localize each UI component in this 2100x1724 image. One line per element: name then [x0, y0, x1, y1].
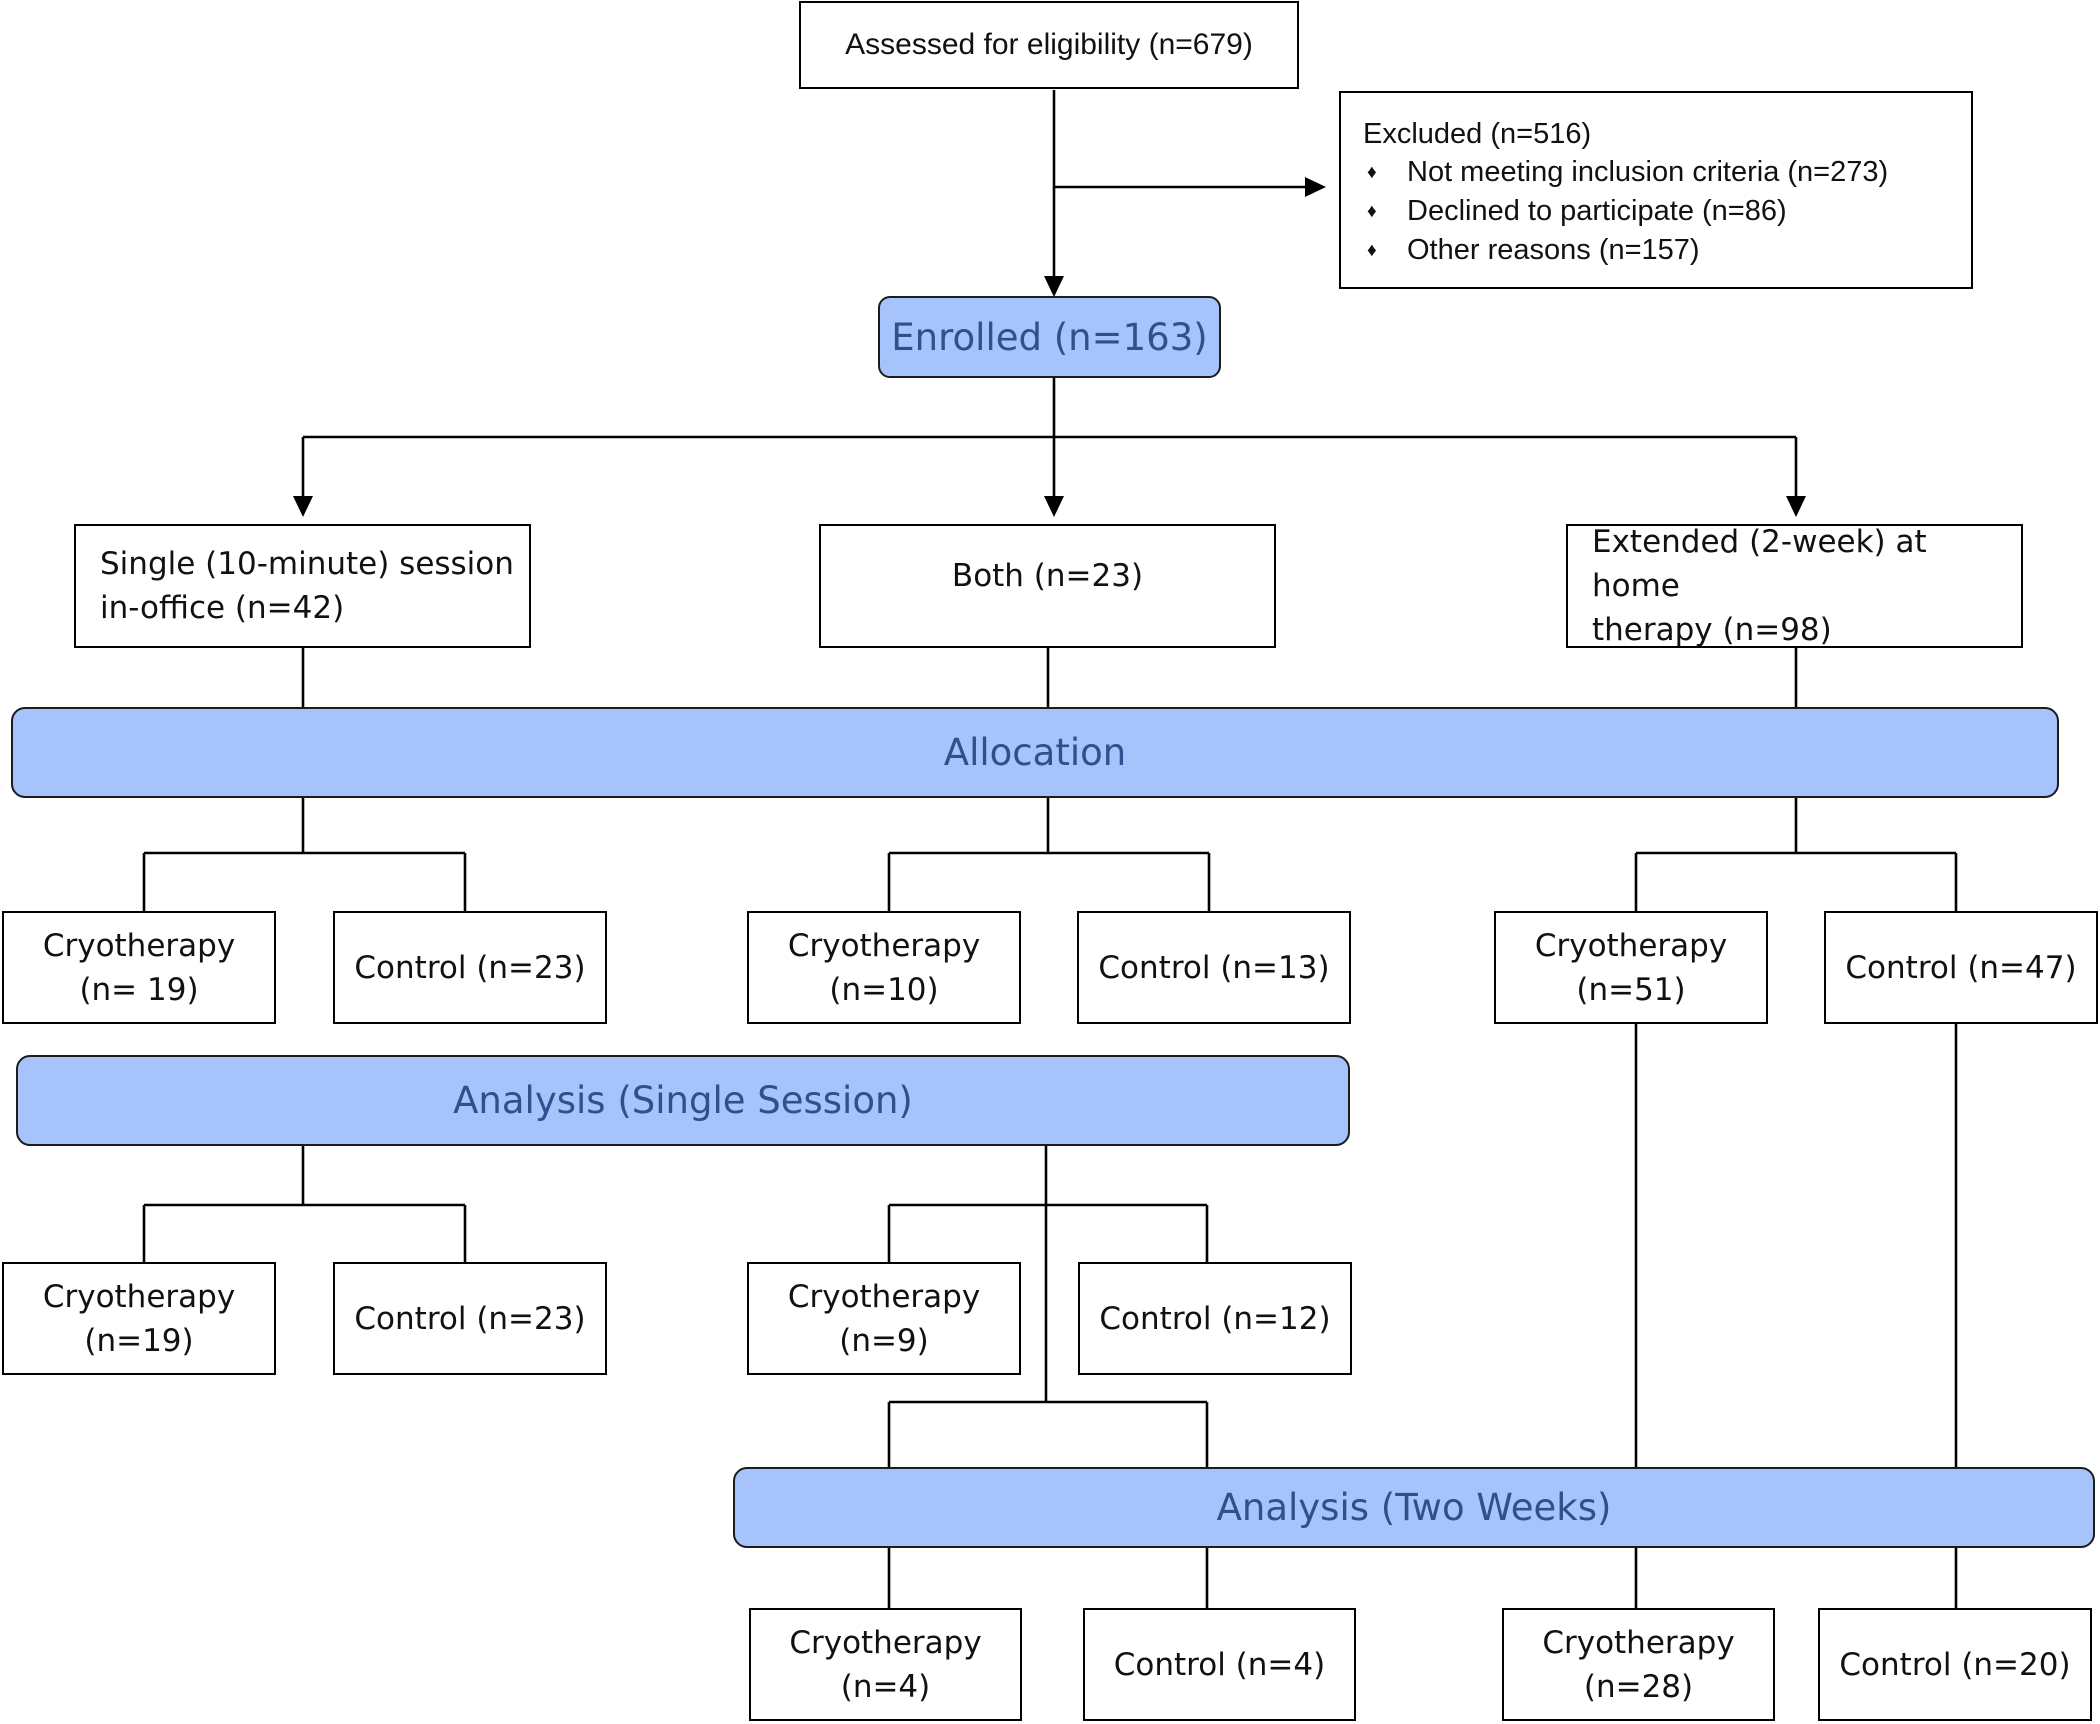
alloc-extended-cryotherapy-line2: (n=51): [1576, 971, 1686, 1008]
enrolled-banner: Enrolled (n=163): [878, 296, 1221, 378]
allocation-banner: Allocation: [11, 707, 2059, 798]
twoweek-extended-control-box: Control (n=20): [1818, 1608, 2092, 1721]
analysis-two-weeks-banner: Analysis (Two Weeks): [733, 1467, 2095, 1548]
twoweek-both-cryotherapy-line2: (n=4): [840, 1668, 931, 1705]
excluded-title: Excluded (n=516): [1363, 118, 1592, 150]
analysis-single-control-label: Control (n=23): [354, 1300, 586, 1337]
analysis-single-session-banner: Analysis (Single Session): [16, 1055, 1350, 1146]
analysis-single-cryotherapy-box: Cryotherapy (n=19): [2, 1262, 276, 1375]
bullet-icon: ♦: [1367, 162, 1377, 183]
excluded-item: ♦ Other reasons (n=157): [1363, 231, 1971, 270]
analysis-single-cryotherapy-line2: (n=19): [84, 1322, 194, 1359]
twoweek-both-control-label: Control (n=4): [1113, 1646, 1326, 1683]
twoweek-extended-control-label: Control (n=20): [1839, 1646, 2071, 1683]
alloc-both-control-label: Control (n=13): [1098, 949, 1330, 986]
bullet-icon: ♦: [1367, 201, 1377, 222]
analysis-both-cryotherapy-line2: (n=9): [839, 1322, 929, 1359]
alloc-single-cryotherapy-box: Cryotherapy (n= 19): [2, 911, 276, 1024]
twoweek-both-cryotherapy-box: Cryotherapy (n=4): [749, 1608, 1022, 1721]
analysis-two-weeks-label: Analysis (Two Weeks): [1216, 1486, 1612, 1529]
analysis-single-cryotherapy-line1: Cryotherapy: [42, 1278, 236, 1315]
alloc-extended-cryotherapy-line1: Cryotherapy: [1534, 927, 1728, 964]
assessed-box: Assessed for eligibility (n=679): [799, 1, 1299, 89]
alloc-single-control-box: Control (n=23): [333, 911, 607, 1024]
alloc-both-cryotherapy-box: Cryotherapy (n=10): [747, 911, 1021, 1024]
excluded-item-label: Declined to participate (n=86): [1407, 195, 1787, 227]
group-both-label: Both (n=23): [951, 558, 1144, 594]
twoweek-both-cryotherapy-line1: Cryotherapy: [789, 1624, 982, 1661]
alloc-single-control-label: Control (n=23): [354, 949, 586, 986]
group-single-box: Single (10-minute) session in-office (n=…: [74, 524, 531, 648]
allocation-label: Allocation: [943, 731, 1127, 774]
alloc-extended-control-label: Control (n=47): [1845, 949, 2077, 986]
group-single-line2: in-office (n=42): [100, 590, 345, 626]
assessed-label: Assessed for eligibility (n=679): [845, 28, 1253, 61]
twoweek-extended-cryotherapy-line2: (n=28): [1583, 1668, 1694, 1705]
alloc-both-control-box: Control (n=13): [1077, 911, 1351, 1024]
analysis-single-session-label: Analysis (Single Session): [453, 1079, 913, 1122]
twoweek-extended-cryotherapy-box: Cryotherapy (n=28): [1502, 1608, 1775, 1721]
twoweek-both-control-box: Control (n=4): [1083, 1608, 1356, 1721]
analysis-single-control-box: Control (n=23): [333, 1262, 607, 1375]
analysis-both-cryotherapy-box: Cryotherapy (n=9): [747, 1262, 1021, 1375]
excluded-item: ♦ Not meeting inclusion criteria (n=273): [1363, 153, 1971, 192]
group-both-box: Both (n=23): [819, 524, 1276, 648]
alloc-single-cryotherapy-line1: Cryotherapy: [42, 927, 236, 964]
alloc-both-cryotherapy-line1: Cryotherapy: [787, 927, 981, 964]
alloc-extended-control-box: Control (n=47): [1824, 911, 2098, 1024]
alloc-single-cryotherapy-line2: (n= 19): [79, 971, 199, 1008]
group-extended-line1: Extended (2-week) at home: [1592, 524, 1927, 604]
alloc-both-cryotherapy-line2: (n=10): [829, 971, 939, 1008]
analysis-both-control-box: Control (n=12): [1078, 1262, 1352, 1375]
alloc-extended-cryotherapy-box: Cryotherapy (n=51): [1494, 911, 1768, 1024]
analysis-both-control-label: Control (n=12): [1099, 1300, 1331, 1337]
excluded-item: ♦ Declined to participate (n=86): [1363, 192, 1971, 231]
analysis-both-cryotherapy-line1: Cryotherapy: [787, 1278, 981, 1315]
group-extended-line2: therapy (n=98): [1592, 612, 1832, 648]
enrolled-label: Enrolled (n=163): [891, 315, 1208, 359]
excluded-box: Excluded (n=516) ♦ Not meeting inclusion…: [1339, 91, 1973, 289]
bullet-icon: ♦: [1367, 240, 1377, 261]
group-extended-box: Extended (2-week) at home therapy (n=98): [1566, 524, 2023, 648]
excluded-item-label: Other reasons (n=157): [1407, 234, 1700, 266]
group-single-line1: Single (10-minute) session: [100, 546, 514, 582]
excluded-item-label: Not meeting inclusion criteria (n=273): [1407, 156, 1889, 188]
twoweek-extended-cryotherapy-line1: Cryotherapy: [1542, 1624, 1735, 1661]
